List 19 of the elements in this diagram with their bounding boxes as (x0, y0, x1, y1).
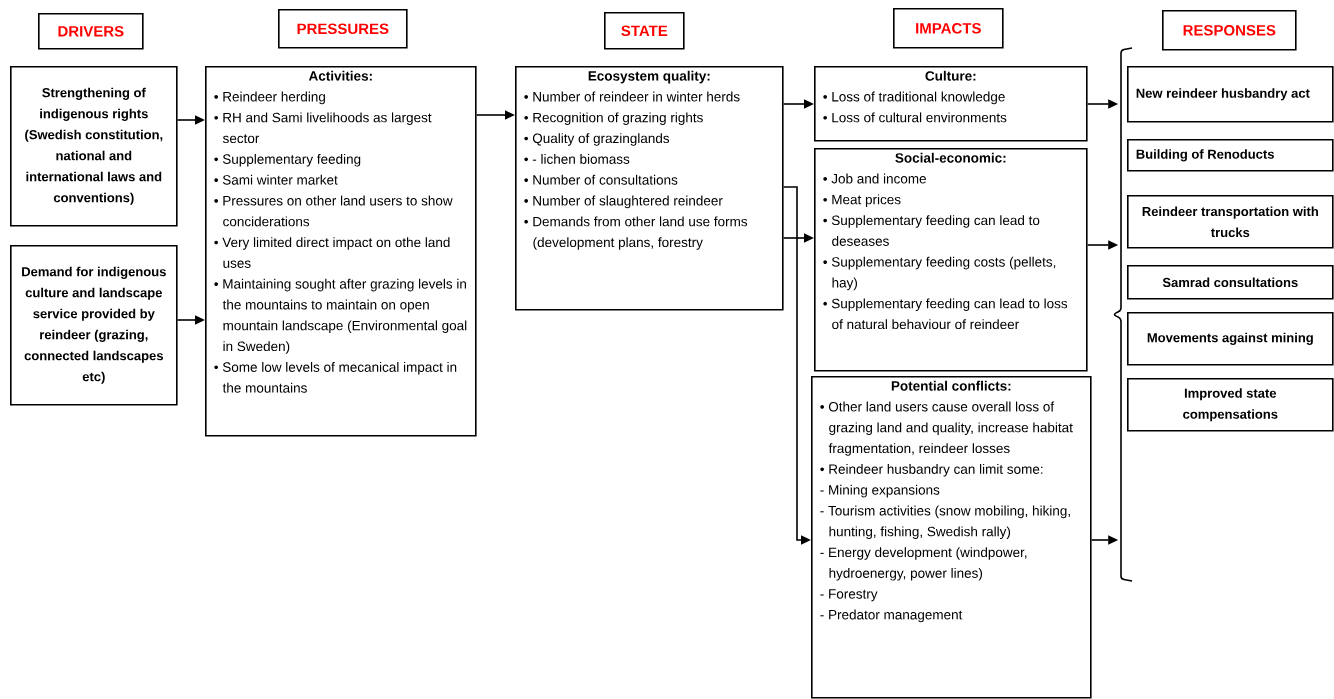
column-heading: STATE (604, 12, 685, 50)
response-box: Reindeer transportation with trucks (1127, 195, 1334, 249)
list-box: Potential conflicts: • Other land users cause overall loss of grazing land and quality, increase habitat fragmentation, reindeer losses • Reindeer husbandry can limit some: - Mining expansions - Tourism activities (snow mobiling, hiking, hunting, fishing, Swedish rally) - Energy development (windpower, hydroenergy, power lines) - Forestry - Predator management (811, 376, 1092, 699)
driver-box: Demand for indigenous culture and landscape service provided by reindeer (grazing, connected landscapes etc) (10, 245, 178, 406)
response-box: Samrad consultations (1127, 265, 1334, 300)
response-box: New reindeer husbandry act (1127, 66, 1334, 123)
driver-box: Strengthening of indigenous rights (Swedish constitution, national and international laws and conventions) (10, 66, 178, 227)
response-box: Improved state compensations (1127, 378, 1334, 432)
list-box: Social-economic: • Job and income • Meat prices • Supplementary feeding can lead to deseases • Supplementary feeding costs (pellets, hay) • Supplementary feeding can lead to loss of natural behaviour of reindeer (814, 148, 1088, 372)
column-heading: DRIVERS (38, 13, 144, 50)
bracket (1113, 47, 1133, 582)
column-heading: IMPACTS (893, 8, 1004, 49)
list-box: Activities: • Reindeer herding • RH and Sami livelihoods as largest sector • Supplementary feeding • Sami winter market • Pressures on other land users to show conciderations • Very limited direct impact on othe land uses • Maintaining sought after grazing levels in the mountains to maintain on open mountain landscape (Environmental goal in Sweden) • Some low levels of mecanical impact in the mountains (205, 66, 477, 437)
list-box: Ecosystem quality: • Number of reindeer in winter herds • Recognition of grazing rights • Quality of grazinglands • - lichen biomass • Number of consultations • Number of slaughtered reindeer • Demands from other land use forms (development plans, forestry (515, 66, 784, 311)
response-box: Movements against mining (1127, 312, 1334, 366)
list-box: Culture: • Loss of traditional knowledge • Loss of cultural environments (814, 66, 1088, 142)
column-heading: PRESSURES (278, 9, 408, 49)
column-heading: RESPONSES (1162, 10, 1297, 51)
response-box: Building of Renoducts (1127, 139, 1334, 172)
